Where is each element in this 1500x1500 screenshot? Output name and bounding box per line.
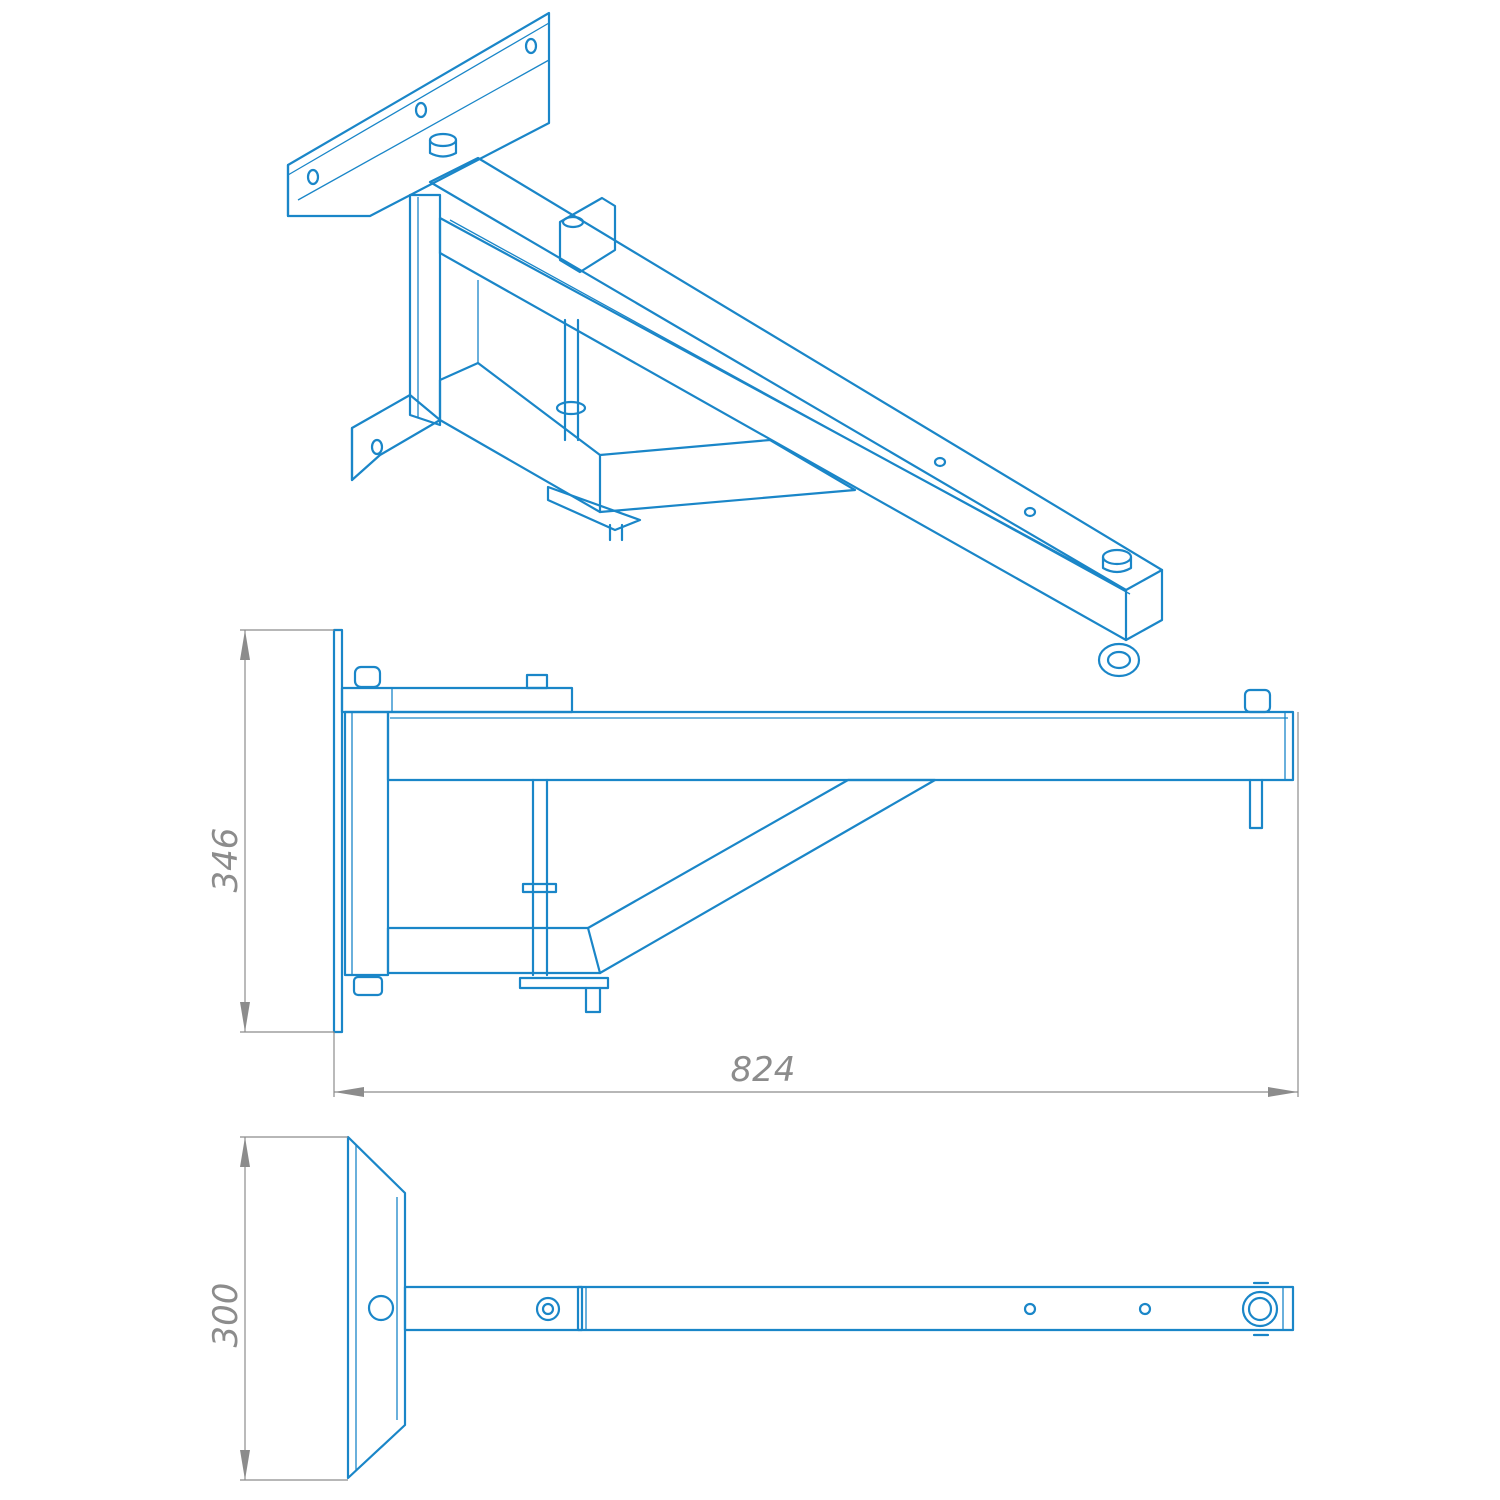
dimension-height: 346 (206, 629, 334, 1033)
isometric-view (286, 11, 1164, 678)
side-view (332, 628, 1295, 1034)
dimension-width: 300 (206, 1136, 348, 1481)
side-wall-plate (332, 628, 344, 1034)
iso-vertical-post (408, 193, 442, 427)
dimension-length-label: 824 (731, 1050, 796, 1090)
top-plate-hole (367, 1294, 395, 1322)
dimension-width-label: 300 (206, 1283, 246, 1348)
side-main-arm (386, 710, 1295, 782)
side-vertical-post (343, 710, 390, 977)
side-top-bracket (340, 686, 574, 714)
top-outer-arm (576, 1285, 1295, 1332)
dimension-height-label: 346 (206, 828, 246, 893)
top-view (346, 1135, 1295, 1480)
dimension-length: 824 (333, 712, 1299, 1097)
iso-bottom-mount-plate (350, 393, 442, 482)
top-inner-arm (403, 1285, 584, 1332)
iso-lower-frame (438, 280, 857, 542)
iso-top-mount-plate (286, 11, 551, 218)
side-lower-bar (386, 926, 602, 975)
side-diagonal-brace (586, 778, 937, 975)
iso-main-arm (428, 156, 1164, 678)
top-wall-plate (346, 1135, 407, 1480)
